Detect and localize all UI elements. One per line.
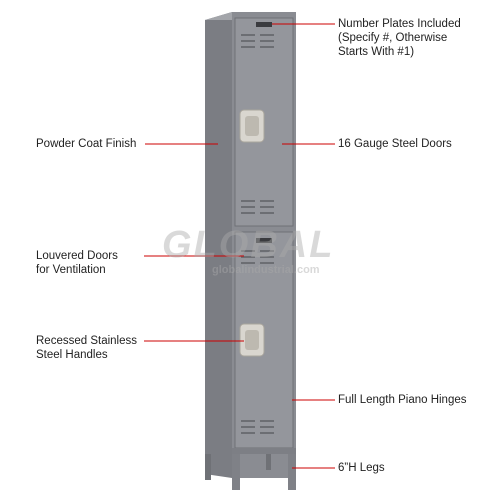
leg-front-left (232, 454, 240, 490)
watermark-url: globalindustrial.com (212, 264, 320, 276)
label-handles-line2: Steel Handles (36, 349, 108, 361)
leg-front-right (288, 454, 296, 490)
label-legs: 6”H Legs (338, 462, 385, 474)
leg-back-left (205, 454, 211, 480)
handle-lower (239, 323, 265, 357)
number-plate-lower (256, 238, 272, 243)
label-hinges: Full Length Piano Hinges (338, 394, 467, 406)
louvers-upper-bottom (241, 200, 274, 214)
label-number-plates-line2: (Specify #, Otherwise (338, 32, 448, 44)
leg-back-right (266, 454, 271, 470)
label-number-plates: Number Plates Included (Specify #, Other… (338, 17, 461, 59)
louvers-lower-top (241, 250, 274, 264)
handle-upper (239, 109, 265, 143)
label-number-plates-line1: Number Plates Included (338, 18, 461, 30)
louvers-upper-top (241, 34, 274, 48)
label-powder-coat: Powder Coat Finish (36, 138, 137, 150)
label-number-plates-line3: Starts With #1) (338, 46, 415, 58)
label-handles: Recessed Stainless Steel Handles (36, 334, 137, 362)
label-steel-doors: 16 Gauge Steel Doors (338, 138, 452, 150)
locker-base (232, 448, 296, 454)
locker-side-panel (205, 12, 232, 478)
label-louvered-line1: Louvered Doors (36, 250, 118, 262)
label-louvered-line2: for Ventilation (36, 264, 106, 276)
louvers-lower-bottom (241, 420, 274, 434)
label-handles-line1: Recessed Stainless (36, 335, 137, 347)
number-plate-upper (256, 22, 272, 27)
watermark-brand: GLOBAL (162, 224, 335, 266)
label-louvered: Louvered Doors for Ventilation (36, 249, 118, 277)
leader-lines (144, 23, 335, 469)
